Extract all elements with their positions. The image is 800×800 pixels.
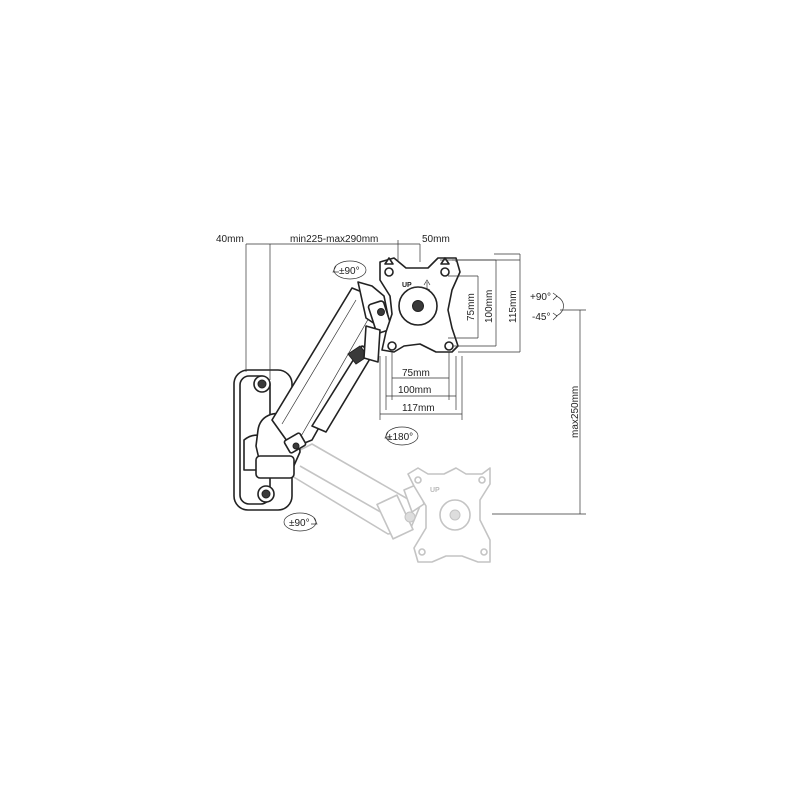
ghost-vesa-plate: UP [407, 467, 491, 563]
plate-width-label: 117mm [402, 403, 435, 414]
vesa-h-75-label: 75mm [402, 368, 430, 379]
ghost-lowered-arm [291, 443, 425, 540]
tilt-down-label: -45° [532, 312, 550, 323]
height-adjust-label: max250mm [570, 386, 581, 438]
up-label: UP [402, 282, 412, 289]
swivel-bottom-label: ±90° [289, 518, 310, 529]
rotation-symbols [283, 260, 564, 532]
vesa-plate: UP [379, 257, 461, 353]
swivel-top-label: ±90° [339, 266, 360, 277]
vesa-v-100-label: 100mm [484, 290, 495, 323]
dimension-lines [245, 240, 586, 515]
vesa-v-75-label: 75mm [466, 293, 477, 321]
tilt-up-label: +90° [530, 292, 551, 303]
ghost-up-label: UP [430, 487, 440, 494]
vesa-h-100-label: 100mm [398, 385, 431, 396]
wall-depth-label: 40mm [216, 234, 244, 245]
rotate-label: ±180° [387, 432, 413, 443]
plate-height-label: 115mm [508, 290, 519, 323]
arm-reach-label: min225-max290mm [290, 234, 378, 245]
articulating-arm [255, 281, 393, 479]
plate-depth-label: 50mm [422, 234, 450, 245]
